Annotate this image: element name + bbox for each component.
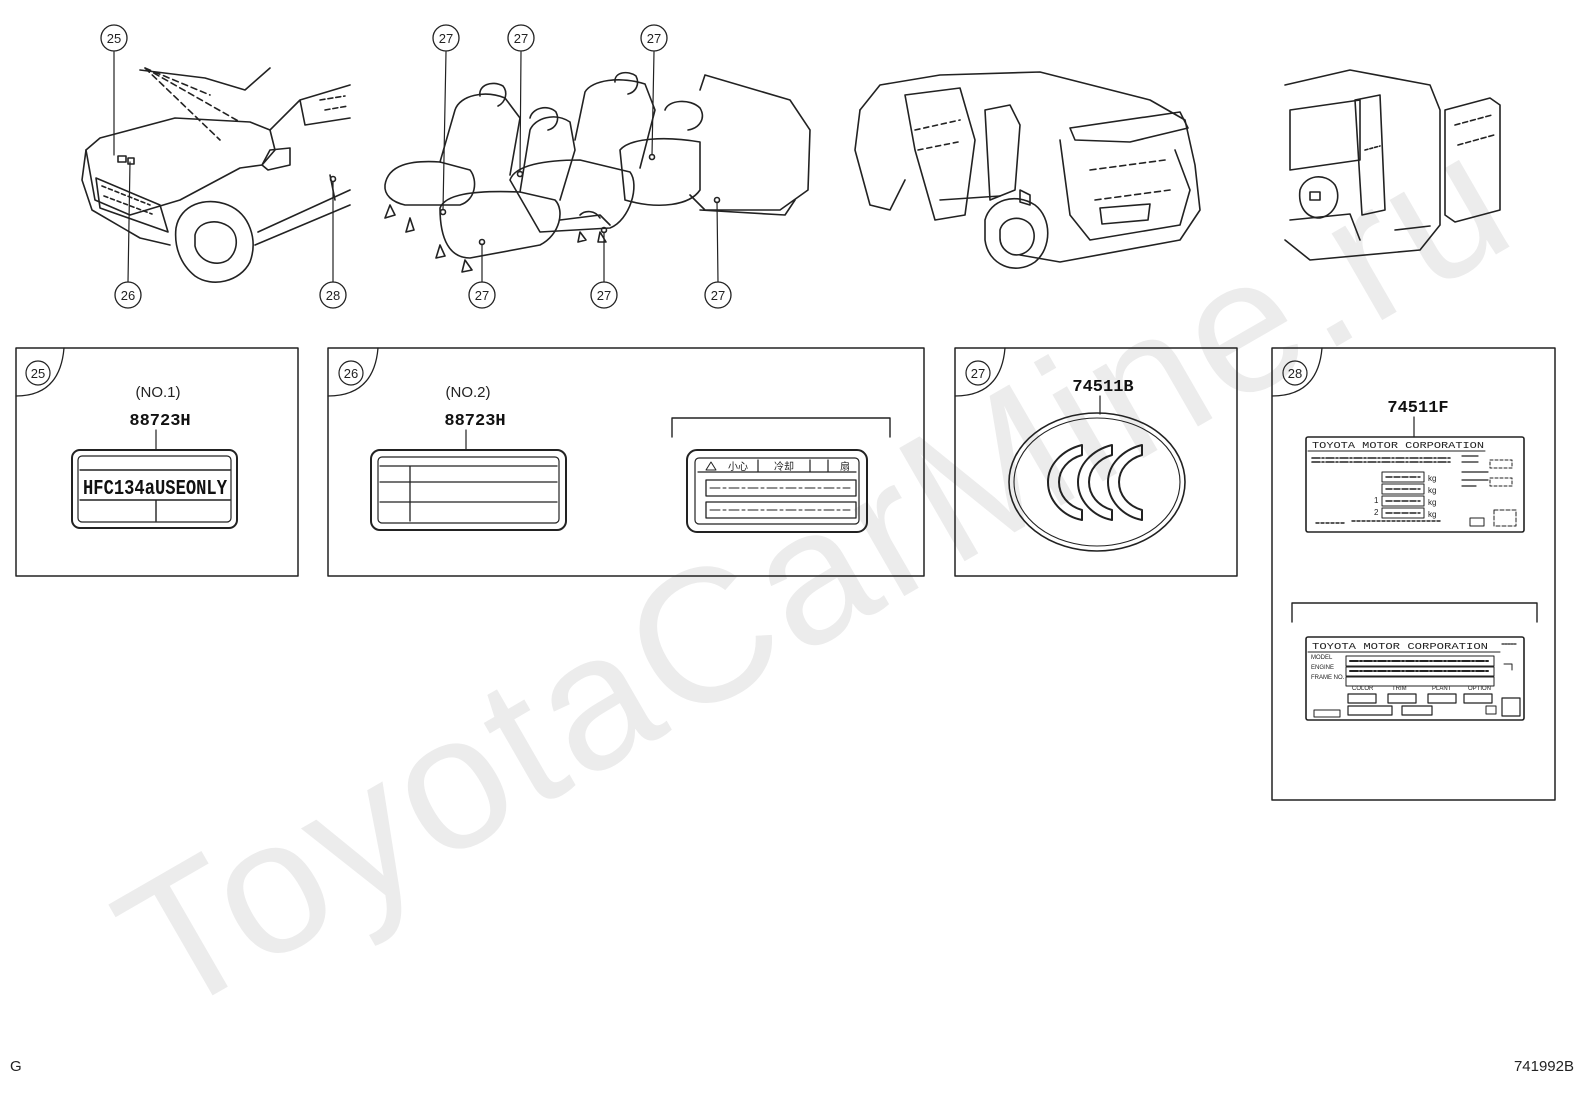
plate2-col-color: COLOR	[1352, 686, 1374, 692]
plate2-row-frame: FRAME NO.	[1311, 675, 1345, 681]
plate1-unit-3: kg	[1428, 498, 1436, 507]
plate1-axle-1: 1	[1374, 496, 1379, 505]
plate1-unit-2: kg	[1428, 486, 1436, 495]
plate2-row-engine: ENGINE	[1311, 665, 1334, 671]
panel-27-number: 27	[971, 366, 985, 381]
panel-26: 26 (NO.2) 88723H 小心 冷却 扇	[327, 347, 925, 577]
seats-illustration	[384, 71, 811, 273]
plate2-row-model: MODEL	[1311, 655, 1333, 661]
plate2-title: TOYOTA MOTOR CORPORATION	[1312, 642, 1488, 652]
callout-27: 27	[704, 281, 732, 309]
warn-cell-1: 小心	[728, 461, 748, 473]
svg-text:27: 27	[711, 288, 725, 303]
panel-27: 27 74511B	[954, 347, 1238, 577]
leader-lines-front	[113, 51, 334, 283]
vehicle-side-illustration	[854, 71, 1201, 269]
panel-28-number: 28	[1288, 366, 1302, 381]
plate1-unit-1: kg	[1428, 474, 1436, 483]
warn-cell-2: 冷却	[774, 460, 794, 473]
svg-text:27: 27	[597, 288, 611, 303]
panel-25-label-text: HFC134aUSEONLY	[83, 478, 227, 501]
plate2-col-trim: TRIM	[1392, 686, 1407, 692]
callout-27: 27	[507, 24, 535, 52]
footer-left-code: G	[10, 1058, 22, 1075]
svg-text:27: 27	[475, 288, 489, 303]
plate2-col-plant: PLANT	[1432, 686, 1452, 692]
callouts-top: 25 26 28 27 27 27 27 27	[100, 24, 732, 309]
svg-text:27: 27	[439, 31, 453, 46]
vehicle-rear-illustration	[1284, 69, 1501, 261]
plate1-axle-2: 2	[1374, 508, 1379, 517]
ccc-mark-icon	[1047, 444, 1143, 521]
svg-text:26: 26	[121, 288, 135, 303]
plate1-unit-4: kg	[1428, 510, 1436, 519]
warn-cell-3: 扇	[840, 460, 850, 473]
svg-text:27: 27	[647, 31, 661, 46]
panel-25-part-number: 88723H	[129, 412, 190, 431]
panel-27-part-number: 74511B	[1072, 378, 1133, 397]
footer-illustration-id: 741992B	[1513, 1058, 1574, 1075]
panel-25-sub: (NO.1)	[136, 384, 181, 401]
callout-28: 28	[319, 281, 347, 309]
leader-lines-seats	[442, 51, 719, 283]
callout-27: 27	[590, 281, 618, 309]
panel-25: 25 (NO.1) 88723H HFC134aUSEONLY	[15, 347, 299, 577]
callout-27: 27	[432, 24, 460, 52]
svg-text:28: 28	[326, 288, 340, 303]
panel-26-sub: (NO.2)	[446, 384, 491, 401]
callout-25: 25	[100, 24, 128, 52]
plate1-title: TOYOTA MOTOR CORPORATION	[1312, 441, 1484, 451]
svg-text:25: 25	[107, 31, 121, 46]
callout-27: 27	[468, 281, 496, 309]
plate2-col-option: OPTION	[1468, 686, 1491, 692]
callout-27: 27	[640, 24, 668, 52]
svg-text:27: 27	[514, 31, 528, 46]
panel-28: 28 74511F TOYOTA MOTOR CORPORATION kg kg…	[1271, 347, 1556, 801]
callout-26: 26	[114, 281, 142, 309]
panel-26-part-number: 88723H	[444, 412, 505, 431]
vehicle-front-illustration	[81, 67, 351, 283]
panel-28-part-number: 74511F	[1387, 399, 1448, 418]
panel-26-number: 26	[344, 366, 358, 381]
panel-25-number: 25	[31, 366, 45, 381]
